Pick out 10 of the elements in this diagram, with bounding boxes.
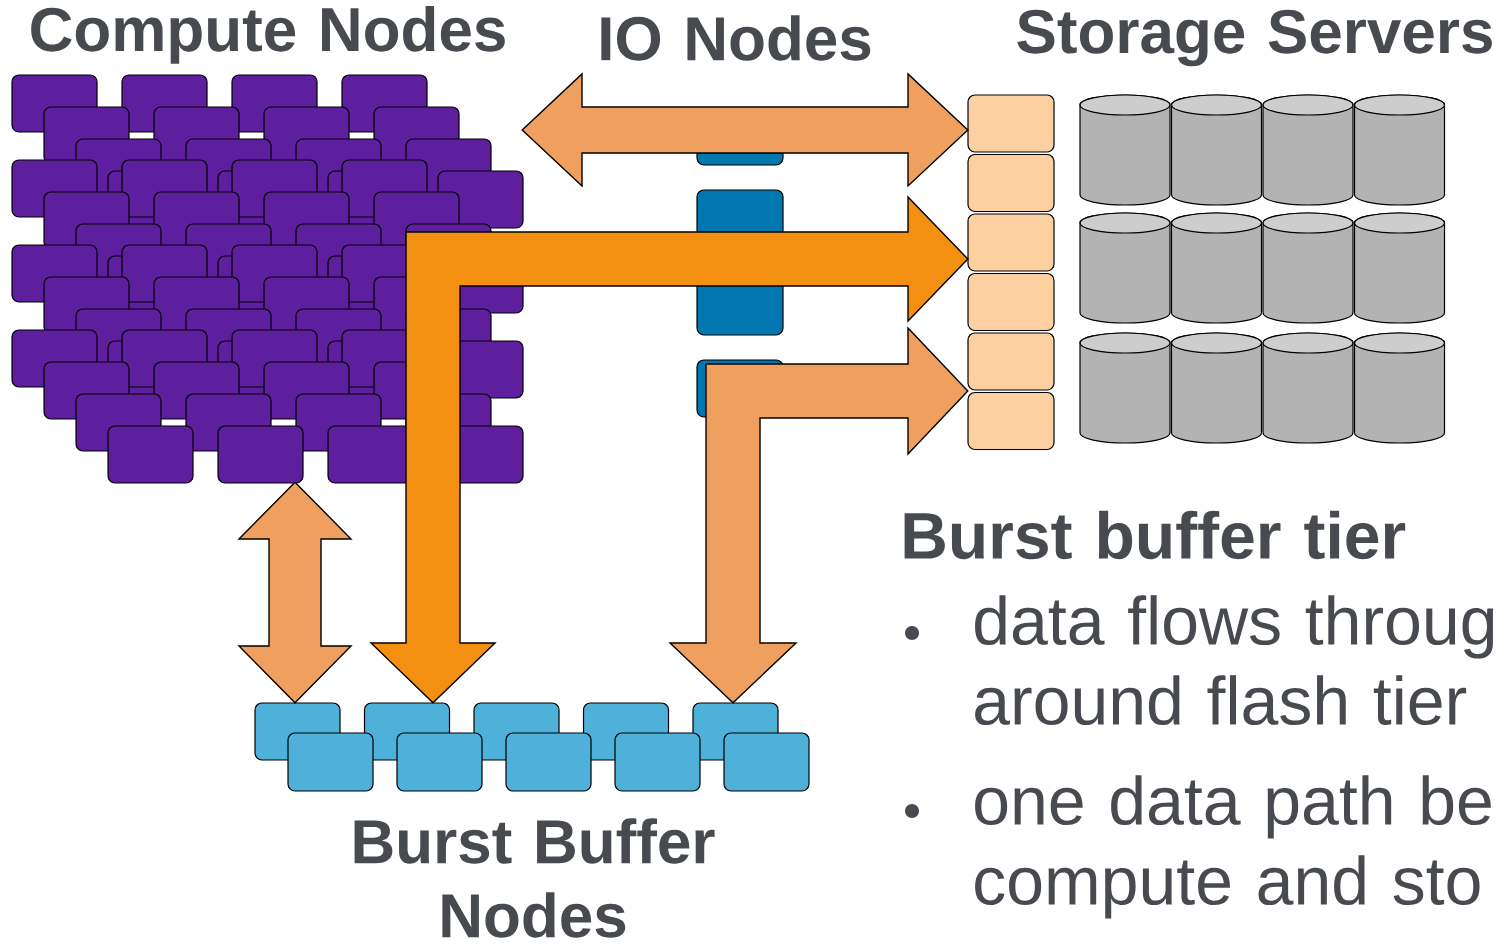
block-arrow [369,195,969,704]
group-heading: IO Nodes [601,15,871,61]
group-heading: Burst Buffer Nodes [354,818,715,938]
group-heading: Storage Servers [1017,9,1492,67]
block-arrow [521,72,969,188]
bullet-text: one data path be compute and sto [975,775,1491,919]
block-arrow [237,481,353,704]
section-heading: Burst buffer tier [904,510,1406,560]
block-arrow [668,326,969,704]
group-heading: Compute Nodes [31,6,505,64]
